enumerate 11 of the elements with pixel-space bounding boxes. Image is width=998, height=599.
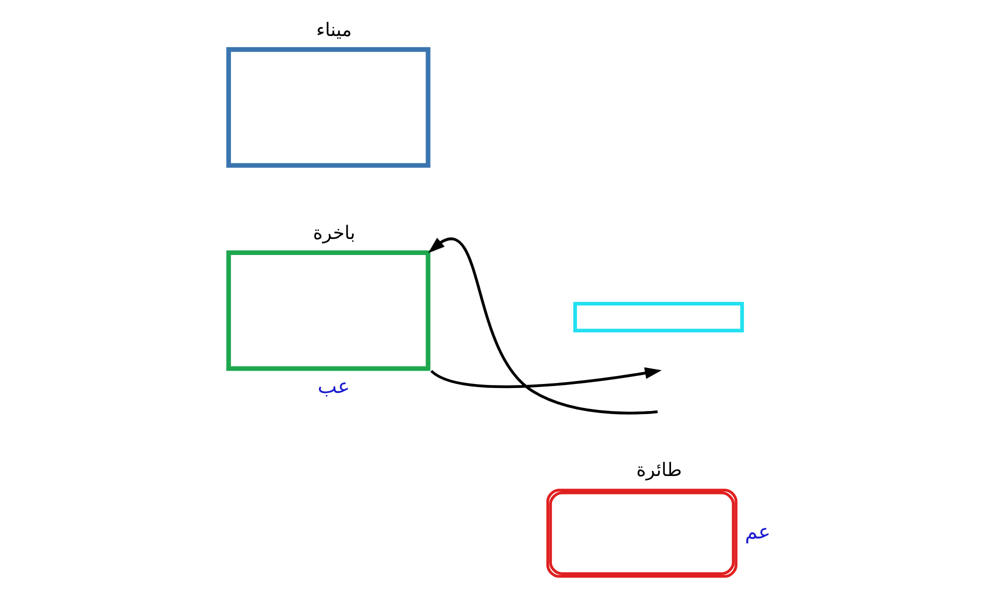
node-label: باخرة (312, 223, 355, 244)
node-label: طائرة (636, 460, 682, 481)
node-box (226, 47, 430, 168)
node-box (546, 488, 737, 578)
arrow (430, 367, 662, 388)
node-label: عب (317, 374, 350, 398)
node-label: عم (744, 519, 770, 544)
node-box (572, 302, 744, 332)
node-box (226, 250, 430, 371)
arrow (428, 238, 658, 414)
node-label: ميناء (316, 20, 352, 42)
